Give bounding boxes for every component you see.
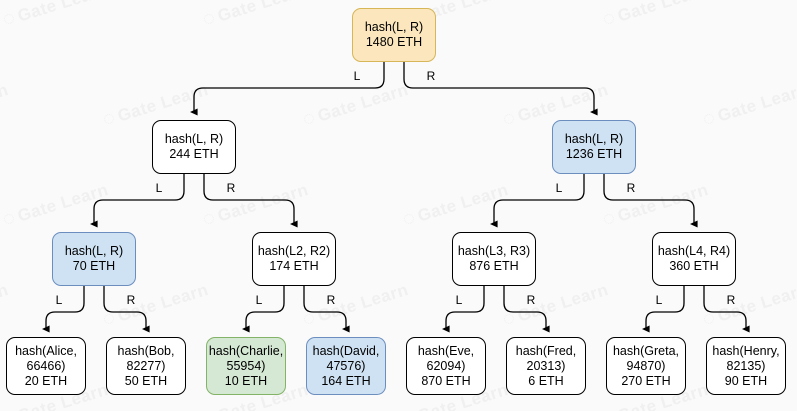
edge-label-e-root-r: R <box>426 69 436 83</box>
edge-e-ll-b <box>103 286 150 333</box>
node-label-line2: 174 ETH <box>269 259 319 273</box>
edge-label-e-rr-g: L <box>655 293 663 307</box>
edge-e-lr-c <box>241 286 285 333</box>
node-leaf-bob[interactable]: hash(Bob,82277)50 ETH <box>106 337 186 395</box>
node-label-line2: 1480 ETH <box>365 35 423 49</box>
node-n-lr[interactable]: hash(L2, R2)174 ETH <box>252 232 336 286</box>
node-label-line1: hash(L, R) <box>564 132 624 146</box>
node-label-line2: 66466) <box>26 358 66 373</box>
edge-label-e-r-rl: L <box>555 181 563 195</box>
edge-e-rl-f <box>503 286 550 333</box>
node-label-line3: 6 ETH <box>528 373 564 388</box>
edge-label-e-l-lr: R <box>226 181 236 195</box>
node-leaf-henry[interactable]: hash(Henry,82135)90 ETH <box>706 337 786 395</box>
node-leaf-fred[interactable]: hash(Fred,20313)6 ETH <box>506 337 586 395</box>
node-label-line2: 70 ETH <box>72 259 116 273</box>
edge-e-ll-a <box>41 286 85 333</box>
node-label-line1: hash(Charlie, <box>208 343 284 358</box>
node-label-line2: 47576) <box>326 358 366 373</box>
edge-label-e-lr-c: L <box>255 293 263 307</box>
edge-e-rr-h <box>703 286 750 333</box>
node-label-line1: hash(Greta, <box>612 343 679 358</box>
edge-label-e-root-l: L <box>353 69 361 83</box>
edge-label-e-lr-d: R <box>326 293 336 307</box>
node-leaf-alice[interactable]: hash(Alice,66466)20 ETH <box>6 337 86 395</box>
node-label-line2: 1236 ETH <box>565 147 623 161</box>
edge-label-e-ll-a: L <box>55 293 63 307</box>
edge-label-e-rr-h: R <box>726 293 736 307</box>
node-label-line2: 360 ETH <box>669 259 719 273</box>
node-label-line1: hash(Bob, <box>117 343 175 358</box>
node-label-line1: hash(Fred, <box>515 343 577 358</box>
node-n-ll[interactable]: hash(L, R)70 ETH <box>52 232 136 286</box>
node-root[interactable]: hash(L, R)1480 ETH <box>352 8 436 62</box>
node-label-line1: hash(L2, R2) <box>257 244 331 258</box>
node-n-rr[interactable]: hash(L4, R4)360 ETH <box>652 232 736 286</box>
edge-label-e-l-ll: L <box>155 181 163 195</box>
node-label-line3: 870 ETH <box>421 373 471 388</box>
edge-label-e-ll-b: R <box>126 293 136 307</box>
edge-label-e-r-rr: R <box>626 181 636 195</box>
edge-e-l-lr <box>203 174 298 228</box>
node-leaf-charlie[interactable]: hash(Charlie,55954)10 ETH <box>206 337 286 395</box>
node-label-line2: 82135) <box>726 358 766 373</box>
edge-e-rl-e <box>441 286 485 333</box>
node-label-line2: 20313) <box>526 358 566 373</box>
node-label-line3: 50 ETH <box>124 373 168 388</box>
node-label-line2: 244 ETH <box>169 147 219 161</box>
edge-e-l-ll <box>89 174 185 228</box>
edge-e-root-l <box>189 62 385 116</box>
node-label-line2: 876 ETH <box>469 259 519 273</box>
node-label-line2: 62094) <box>426 358 466 373</box>
edge-e-rr-g <box>641 286 685 333</box>
node-label-line2: 82277) <box>126 358 166 373</box>
node-leaf-david[interactable]: hash(David,47576)164 ETH <box>306 337 386 395</box>
node-label-line1: hash(Eve, <box>417 343 475 358</box>
node-label-line2: 55954) <box>226 358 266 373</box>
node-label-line3: 164 ETH <box>321 373 371 388</box>
node-label-line3: 20 ETH <box>24 373 68 388</box>
node-n-l[interactable]: hash(L, R)244 ETH <box>152 120 236 174</box>
edge-label-e-rl-f: R <box>526 293 536 307</box>
edge-e-root-r <box>403 62 598 116</box>
node-leaf-eve[interactable]: hash(Eve,62094)870 ETH <box>406 337 486 395</box>
node-label-line3: 270 ETH <box>621 373 671 388</box>
node-leaf-greta[interactable]: hash(Greta,94870)270 ETH <box>606 337 686 395</box>
node-label-line3: 10 ETH <box>224 373 268 388</box>
edge-e-lr-d <box>303 286 350 333</box>
node-label-line1: hash(L3, R3) <box>457 244 531 258</box>
node-label-line1: hash(L, R) <box>64 244 124 258</box>
node-label-line3: 90 ETH <box>724 373 768 388</box>
node-label-line1: hash(Alice, <box>15 343 77 358</box>
edge-paths <box>41 62 750 333</box>
edge-e-r-rr <box>603 174 698 228</box>
edge-e-r-rl <box>489 174 585 228</box>
node-n-rl[interactable]: hash(L3, R3)876 ETH <box>452 232 536 286</box>
node-n-r[interactable]: hash(L, R)1236 ETH <box>552 120 636 174</box>
node-label-line1: hash(L4, R4) <box>657 244 731 258</box>
edge-label-e-rl-e: L <box>455 293 463 307</box>
node-label-line1: hash(David, <box>312 343 380 358</box>
node-label-line2: 94870) <box>626 358 666 373</box>
node-label-line1: hash(Henry, <box>712 343 780 358</box>
node-label-line1: hash(L, R) <box>164 132 224 146</box>
node-label-line1: hash(L, R) <box>364 20 424 34</box>
